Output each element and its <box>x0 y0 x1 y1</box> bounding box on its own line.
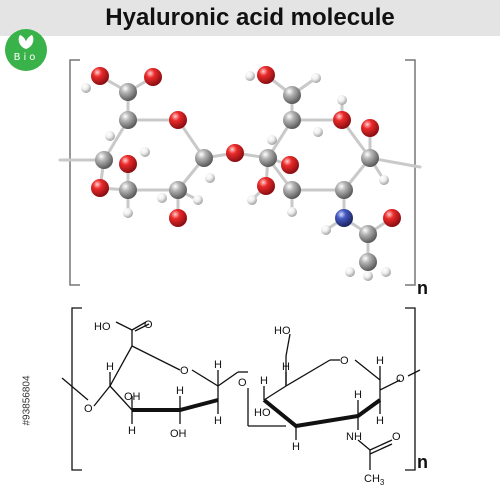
title-bar <box>0 0 500 36</box>
formula-labels: HO O O O O OH OH H H H H H HO O O HO NH … <box>84 319 405 487</box>
formula-bonds <box>61 307 421 471</box>
carbon-atoms <box>95 83 379 271</box>
label-h1: H <box>106 361 114 373</box>
label-ho-top: HO <box>274 325 291 337</box>
repeat-label-model: n <box>417 278 428 298</box>
page-title: Hyaluronic acid molecule <box>105 4 395 31</box>
label-h3: H <box>176 385 184 397</box>
badge-label: Bio <box>13 52 39 63</box>
label-h4: H <box>214 359 222 371</box>
oxygen-atoms <box>91 66 401 227</box>
label-ho-carboxyl: HO <box>94 321 111 333</box>
repeat-label-formula: n <box>417 452 428 472</box>
label-ring-o2: O <box>340 355 349 367</box>
label-h6: H <box>282 361 290 373</box>
label-oh1: OH <box>124 391 141 403</box>
bracket-right <box>405 59 416 286</box>
label-h7: H <box>260 375 268 387</box>
label-end-o2: O <box>396 373 405 385</box>
nitrogen-atom <box>335 209 353 227</box>
bracket-left <box>69 59 80 286</box>
label-h5: H <box>214 415 222 427</box>
label-h8: H <box>354 389 362 401</box>
label-o-carbonyl: O <box>144 319 153 331</box>
label-h11: H <box>292 441 300 453</box>
label-bridge-o: O <box>238 377 247 389</box>
label-ho-mid: HO <box>254 407 271 419</box>
structural-formula: HO O O O O OH OH H H H H H HO O O HO NH … <box>61 307 428 487</box>
label-methyl: CH3 <box>364 473 385 487</box>
hydrogen-atoms <box>81 71 391 281</box>
label-oh2: OH <box>170 428 187 440</box>
label-amide-o: O <box>392 431 401 443</box>
ball-and-stick-model: n <box>58 59 428 298</box>
leaf-icon <box>18 35 34 49</box>
label-h10: H <box>376 415 384 427</box>
label-h2: H <box>128 425 136 437</box>
label-nh: NH <box>346 431 362 443</box>
label-ring-o1: O <box>180 365 189 377</box>
bio-badge: Bio <box>5 29 47 71</box>
label-h9: H <box>376 355 384 367</box>
label-end-o1: O <box>84 403 93 415</box>
